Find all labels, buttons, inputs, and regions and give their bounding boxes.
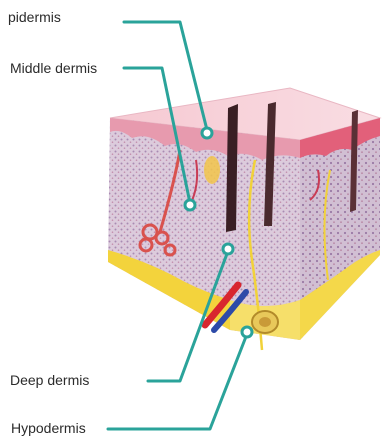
hair-follicle — [226, 104, 238, 232]
label-middle-dermis: Middle dermis — [10, 60, 97, 76]
leader-dot-middle-dermis — [185, 200, 195, 210]
label-hypodermis: Hypodermis — [11, 420, 86, 436]
leader-dot-hypodermis — [242, 327, 252, 337]
leader-dot-deep-dermis — [223, 244, 233, 254]
label-deep-dermis: Deep dermis — [10, 372, 89, 388]
label-epidermis: pidermis — [8, 9, 61, 25]
leader-dot-epidermis — [202, 128, 212, 138]
sebaceous-gland — [204, 156, 220, 184]
